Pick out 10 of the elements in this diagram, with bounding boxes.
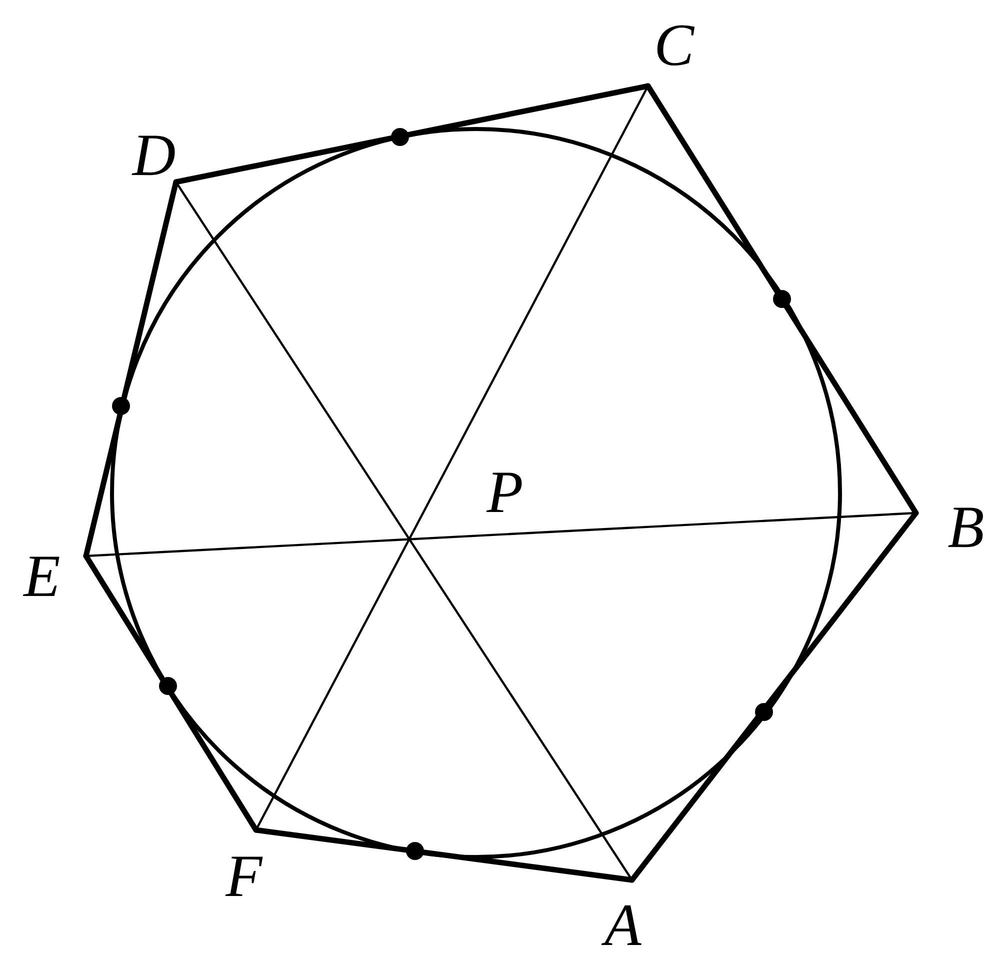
vertex-label: F: [226, 846, 262, 906]
side-line: [645, 83, 919, 516]
side-line: [83, 553, 259, 833]
side-line: [173, 83, 651, 185]
side-line: [253, 827, 635, 883]
vertex-label: B: [948, 497, 984, 557]
vertex-label: C: [654, 15, 694, 75]
vertex-label: E: [24, 546, 60, 606]
point-label: P: [486, 462, 524, 522]
vertex-label: D: [132, 125, 176, 185]
